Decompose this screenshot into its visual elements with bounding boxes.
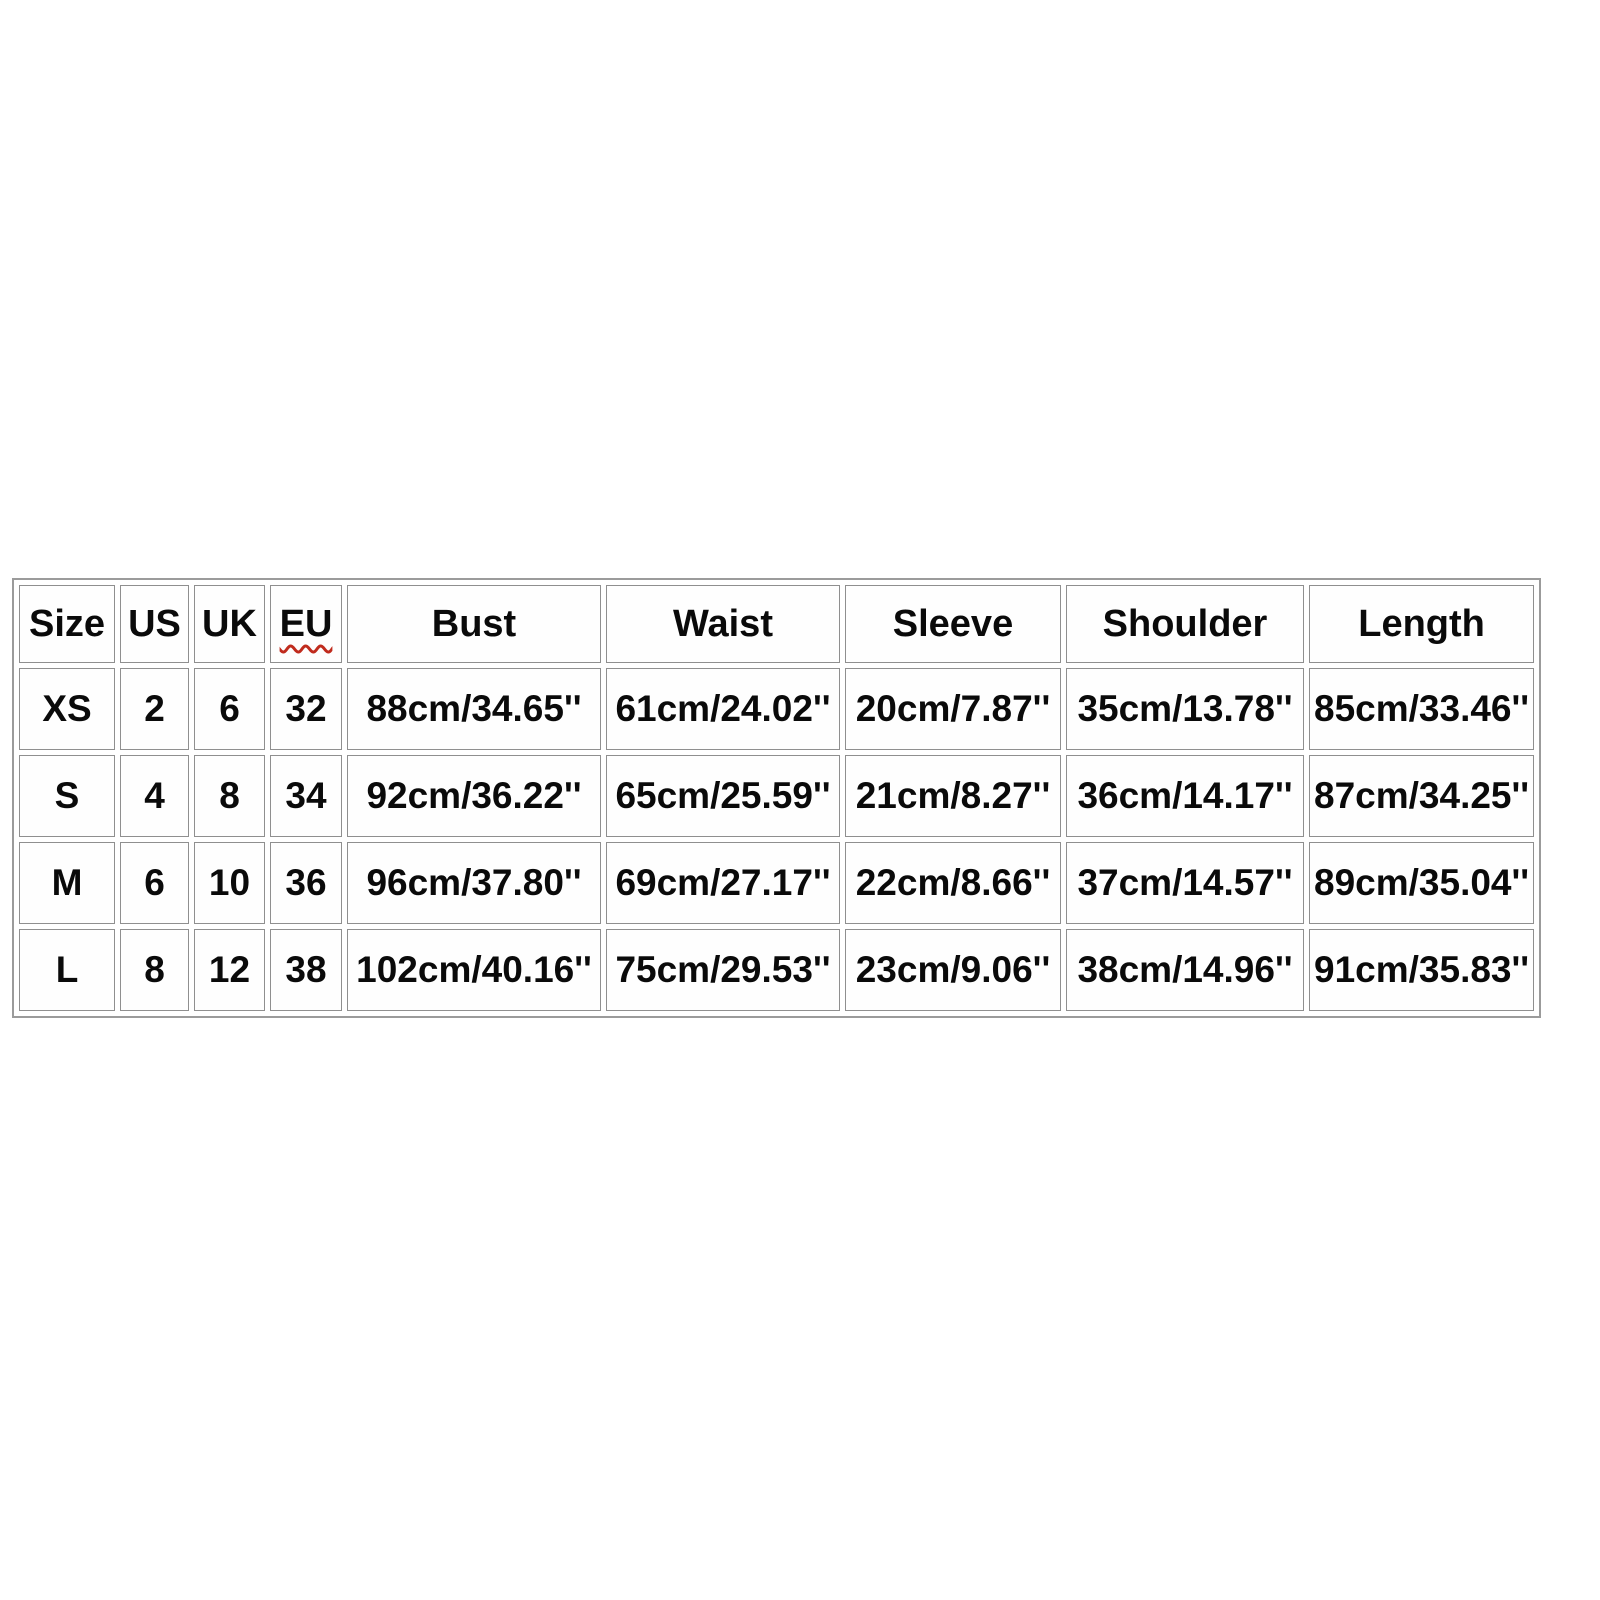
table-row-s: S 4 8 34 92cm/36.22'' 65cm/25.59'' 21cm/…: [19, 755, 1535, 837]
table-cell: 34: [270, 755, 342, 837]
col-header-eu-text: EU: [279, 602, 333, 645]
size-label-cell: XS: [19, 668, 115, 750]
table-cell: 32: [270, 668, 342, 750]
table-cell: 91cm/35.83'': [1309, 929, 1535, 1011]
table-cell: 89cm/35.04'': [1309, 842, 1535, 924]
table-cell: 69cm/27.17'': [606, 842, 840, 924]
table-cell: 65cm/25.59'': [606, 755, 840, 837]
table-cell: 38cm/14.96'': [1066, 929, 1304, 1011]
table-cell: 36cm/14.17'': [1066, 755, 1304, 837]
table-cell: 22cm/8.66'': [845, 842, 1061, 924]
size-label-cell: L: [19, 929, 115, 1011]
size-label-cell: M: [19, 842, 115, 924]
size-label-cell: S: [19, 755, 115, 837]
table-cell: 20cm/7.87'': [845, 668, 1061, 750]
table-row-l: L 8 12 38 102cm/40.16'' 75cm/29.53'' 23c…: [19, 929, 1535, 1011]
table-cell: 8: [194, 755, 265, 837]
table-cell: 6: [120, 842, 189, 924]
table-cell: 6: [194, 668, 265, 750]
table-row-m: M 6 10 36 96cm/37.80'' 69cm/27.17'' 22cm…: [19, 842, 1535, 924]
table-cell: 10: [194, 842, 265, 924]
col-header-shoulder: Shoulder: [1066, 585, 1304, 663]
table-cell: 8: [120, 929, 189, 1011]
table-cell: 36: [270, 842, 342, 924]
col-header-length: Length: [1309, 585, 1535, 663]
table-cell: 38: [270, 929, 342, 1011]
col-header-bust: Bust: [347, 585, 601, 663]
col-header-eu: EU: [270, 585, 342, 663]
table-row-xs: XS 2 6 32 88cm/34.65'' 61cm/24.02'' 20cm…: [19, 668, 1535, 750]
table-cell: 61cm/24.02'': [606, 668, 840, 750]
table-cell: 35cm/13.78'': [1066, 668, 1304, 750]
col-header-us: US: [120, 585, 189, 663]
col-header-size: Size: [19, 585, 115, 663]
table-cell: 37cm/14.57'': [1066, 842, 1304, 924]
table-cell: 85cm/33.46'': [1309, 668, 1535, 750]
table-cell: 96cm/37.80'': [347, 842, 601, 924]
col-header-sleeve: Sleeve: [845, 585, 1061, 663]
table-cell: 12: [194, 929, 265, 1011]
table-cell: 88cm/34.65'': [347, 668, 601, 750]
table-cell: 21cm/8.27'': [845, 755, 1061, 837]
table-cell: 92cm/36.22'': [347, 755, 601, 837]
header-row: Size US UK EU Bust Waist Sleeve Shoulder…: [19, 585, 1535, 663]
table-cell: 75cm/29.53'': [606, 929, 840, 1011]
table-cell: 87cm/34.25'': [1309, 755, 1535, 837]
size-chart-table: Size US UK EU Bust Waist Sleeve Shoulder…: [12, 578, 1542, 1018]
table-cell: 4: [120, 755, 189, 837]
table-cell: 2: [120, 668, 189, 750]
table-cell: 102cm/40.16'': [347, 929, 601, 1011]
table-cell: 23cm/9.06'': [845, 929, 1061, 1011]
col-header-uk: UK: [194, 585, 265, 663]
col-header-waist: Waist: [606, 585, 840, 663]
